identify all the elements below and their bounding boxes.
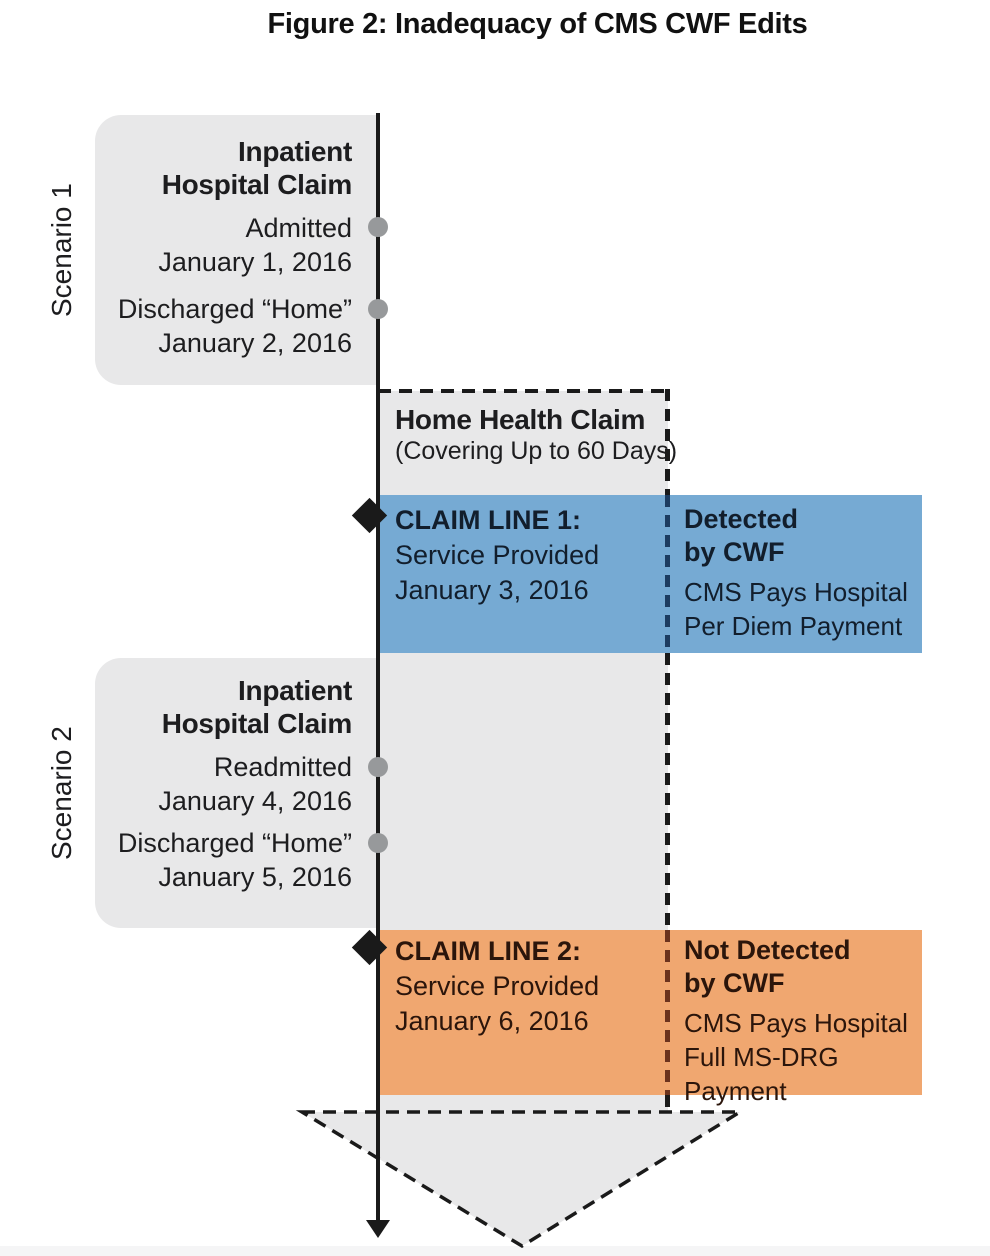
claim2-result-line2: Full MS-DRG: [684, 1042, 839, 1072]
scenario2-event1-label: Readmitted: [213, 752, 352, 782]
scenario2-inpatient-claim-box: Inpatient Hospital Claim Readmitted Janu…: [95, 658, 378, 928]
scenario2-event2-label: Discharged “Home”: [117, 828, 352, 858]
scenario1-box-heading-line2: Hospital Claim: [161, 169, 353, 200]
page-edge-strip: [0, 1246, 990, 1256]
claim2-line1: Service Provided: [395, 971, 600, 1001]
scenario1-event2-label: Discharged “Home”: [117, 294, 352, 324]
claim1-line1: Service Provided: [395, 540, 600, 570]
home-health-dashed-border-top: [378, 389, 670, 393]
home-health-subheading: (Covering Up to 60 Days): [395, 437, 678, 465]
scenario1-event1-label: Admitted: [245, 213, 352, 243]
claim2-result-line1: CMS Pays Hospital: [684, 1008, 908, 1038]
claim-line1-detected-box: CLAIM LINE 1: Service Provided January 3…: [378, 495, 922, 653]
scenario2-event2-date: January 5, 2016: [158, 862, 352, 892]
home-health-claim-box: Home Health Claim (Covering Up to 60 Day…: [395, 403, 677, 467]
scenario1-event2-date: January 2, 2016: [158, 328, 352, 358]
claim-line2-not-detected-box: CLAIM LINE 2: Service Provided January 6…: [378, 930, 922, 1106]
claim2-heading: CLAIM LINE 2:: [395, 936, 581, 966]
home-health-dashed-border-right-middle: [665, 653, 670, 930]
event-dot-discharged2-icon: [368, 833, 388, 853]
coverage-continues-arrowhead: [295, 1110, 747, 1249]
scenario2-event1-date: January 4, 2016: [158, 786, 352, 816]
home-health-heading: Home Health Claim: [395, 404, 646, 435]
event-dot-discharged1-icon: [368, 299, 388, 319]
claim1-result-heading-line1: Detected: [684, 504, 799, 534]
claim2-result-heading-line2: by CWF: [684, 968, 785, 998]
claim1-result-line2: Per Diem Payment: [684, 611, 903, 641]
home-health-dashed-border-right-upper: [665, 389, 670, 495]
home-health-dashed-border-right-orange-section: [665, 930, 670, 1095]
figure-title: Figure 2: Inadequacy of CMS CWF Edits: [267, 8, 808, 40]
scenario1-event1-date: January 1, 2016: [158, 247, 352, 277]
scenario2-box-heading-line1: Inpatient: [238, 675, 352, 706]
timeline-line: [376, 113, 380, 1222]
claim1-heading: CLAIM LINE 1:: [395, 505, 581, 535]
timeline-arrowhead-icon: [366, 1220, 390, 1238]
claim1-result-line1: CMS Pays Hospital: [684, 577, 908, 607]
home-health-dashed-border-right-lower: [665, 1095, 670, 1113]
event-dot-readmitted-icon: [368, 757, 388, 777]
home-health-dashed-border-right-blue-section: [665, 495, 670, 653]
coverage-arrowhead-shape: [295, 1110, 747, 1249]
claim2-result-line3: Payment: [684, 1076, 787, 1106]
event-dot-admitted-icon: [368, 217, 388, 237]
claim2-line2: January 6, 2016: [395, 1006, 589, 1036]
claim2-result-heading-line1: Not Detected: [684, 935, 851, 965]
claim1-result-heading-line2: by CWF: [684, 537, 785, 567]
scenario2-label: Scenario 2: [46, 726, 77, 860]
scenario1-inpatient-claim-box: Inpatient Hospital Claim Admitted Januar…: [95, 115, 378, 385]
scenario1-label: Scenario 1: [46, 183, 77, 317]
scenario2-box-heading-line2: Hospital Claim: [161, 708, 353, 739]
scenario1-box-heading-line1: Inpatient: [238, 136, 352, 167]
claim1-line2: January 3, 2016: [395, 575, 589, 605]
